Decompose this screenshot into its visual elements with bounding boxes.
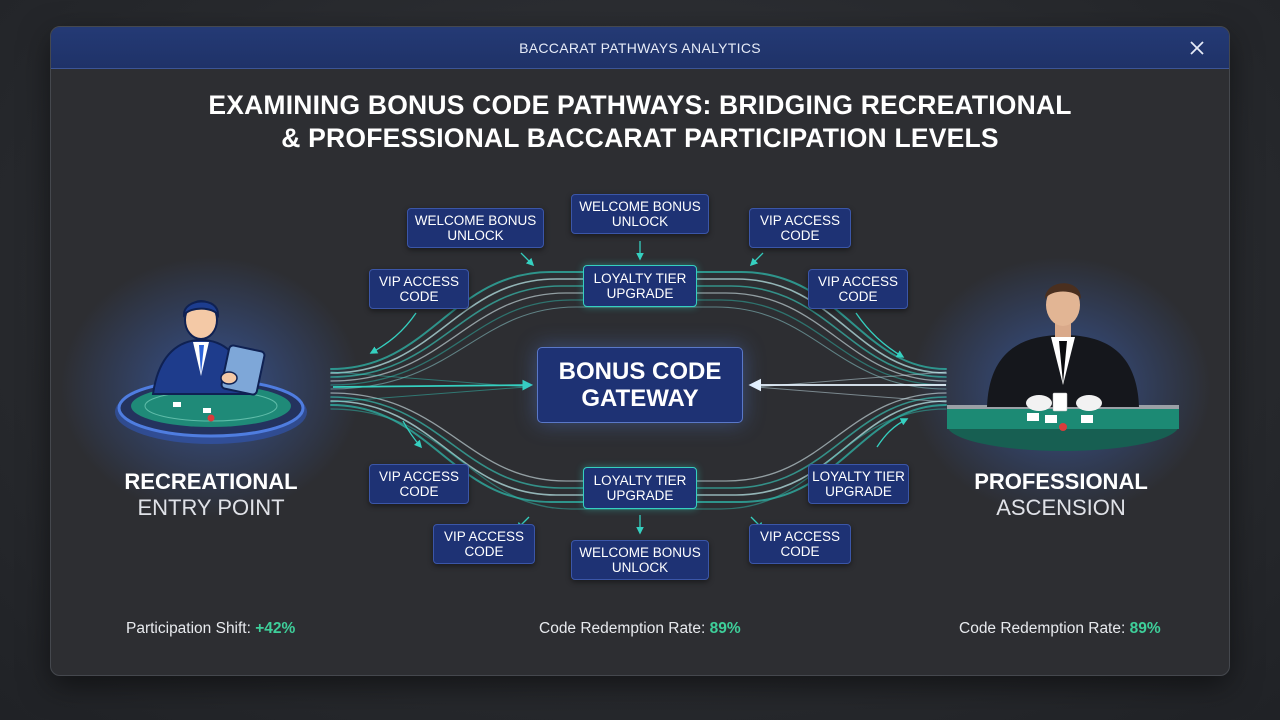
stat-code-redemption-right: Code Redemption Rate: 89% [959,620,1161,638]
window-title: BACCARAT PATHWAYS ANALYTICS [519,40,761,56]
chip-line-2: UNLOCK [611,560,669,575]
chip-vip-access-mid-left-top[interactable]: VIP ACCESS CODE [369,269,469,309]
chip-line-1: VIP ACCESS [378,274,460,289]
stat-label: Code Redemption Rate: [539,620,710,637]
bonus-code-gateway[interactable]: BONUS CODE GATEWAY [537,347,743,423]
recreational-player-illustration [115,300,307,444]
stat-value: 89% [709,620,741,637]
recreational-label: RECREATIONAL ENTRY POINT [111,469,311,521]
chip-loyalty-tier-top[interactable]: LOYALTY TIER UPGRADE [583,265,697,307]
chip-line-2: CODE [838,289,878,304]
chip-line-2: CODE [780,544,820,559]
chip-line-1: VIP ACCESS [759,529,841,544]
professional-label: PROFESSIONAL ASCENSION [961,469,1161,521]
page-title: EXAMINING BONUS CODE PATHWAYS: BRIDGING … [121,89,1159,155]
chip-line-2: CODE [399,484,439,499]
chip-loyalty-tier-mid-right-bottom[interactable]: LOYALTY TIER UPGRADE [808,464,909,504]
page-title-line-2: & PROFESSIONAL BACCARAT PARTICIPATION LE… [281,123,999,153]
chip-vip-access-mid-left-bottom[interactable]: VIP ACCESS CODE [369,464,469,504]
chip-welcome-bonus-bottom-center[interactable]: WELCOME BONUS UNLOCK [571,540,709,580]
chip-line-1: VIP ACCESS [817,274,899,289]
analytics-window: BACCARAT PATHWAYS ANALYTICS EXAMINING BO… [50,26,1230,676]
chip-line-2: UNLOCK [611,214,669,229]
gateway-line-1: BONUS CODE [558,358,722,385]
chip-line-2: UPGRADE [825,484,892,499]
stat-value: +42% [255,620,296,637]
chip-line-1: LOYALTY TIER [593,473,687,488]
chip-line-2: UPGRADE [606,488,674,503]
chip-line-2: CODE [399,289,439,304]
stat-code-redemption-center: Code Redemption Rate: 89% [539,620,741,638]
chip-line-1: WELCOME BONUS [579,545,701,560]
page-title-line-1: EXAMINING BONUS CODE PATHWAYS: BRIDGING … [208,90,1072,120]
professional-player-illustration [947,283,1179,451]
chip-line-1: LOYALTY TIER [593,271,687,286]
chip-line-2: CODE [464,544,504,559]
chip-line-2: UNLOCK [447,228,504,243]
chip-line-1: WELCOME BONUS [579,199,701,214]
chip-line-2: UPGRADE [606,286,674,301]
chip-line-1: VIP ACCESS [443,529,525,544]
professional-subtitle: ASCENSION [996,495,1126,520]
close-icon[interactable] [1185,36,1209,60]
chip-line-2: CODE [780,228,820,243]
chip-welcome-bonus-top-center[interactable]: WELCOME BONUS UNLOCK [571,194,709,234]
chip-welcome-bonus-top-left[interactable]: WELCOME BONUS UNLOCK [407,208,544,248]
stat-label: Code Redemption Rate: [959,620,1130,637]
gateway-line-2: GATEWAY [581,385,699,412]
chip-vip-access-bottom-left[interactable]: VIP ACCESS CODE [433,524,535,564]
stat-participation-shift: Participation Shift: +42% [126,620,295,638]
chip-vip-access-mid-right-top[interactable]: VIP ACCESS CODE [808,269,908,309]
chip-line-1: VIP ACCESS [378,469,460,484]
chip-line-1: VIP ACCESS [759,213,841,228]
chip-vip-access-top-right[interactable]: VIP ACCESS CODE [749,208,851,248]
stat-label: Participation Shift: [126,620,256,637]
chip-vip-access-bottom-right[interactable]: VIP ACCESS CODE [749,524,851,564]
recreational-title: RECREATIONAL [124,469,298,494]
recreational-subtitle: ENTRY POINT [137,495,285,520]
chip-line-1: LOYALTY TIER [812,469,905,484]
stat-value: 89% [1129,620,1161,637]
professional-title: PROFESSIONAL [974,469,1148,494]
chip-loyalty-tier-bottom[interactable]: LOYALTY TIER UPGRADE [583,467,697,509]
window-titlebar: BACCARAT PATHWAYS ANALYTICS [51,27,1229,69]
chip-line-1: WELCOME BONUS [414,213,537,228]
